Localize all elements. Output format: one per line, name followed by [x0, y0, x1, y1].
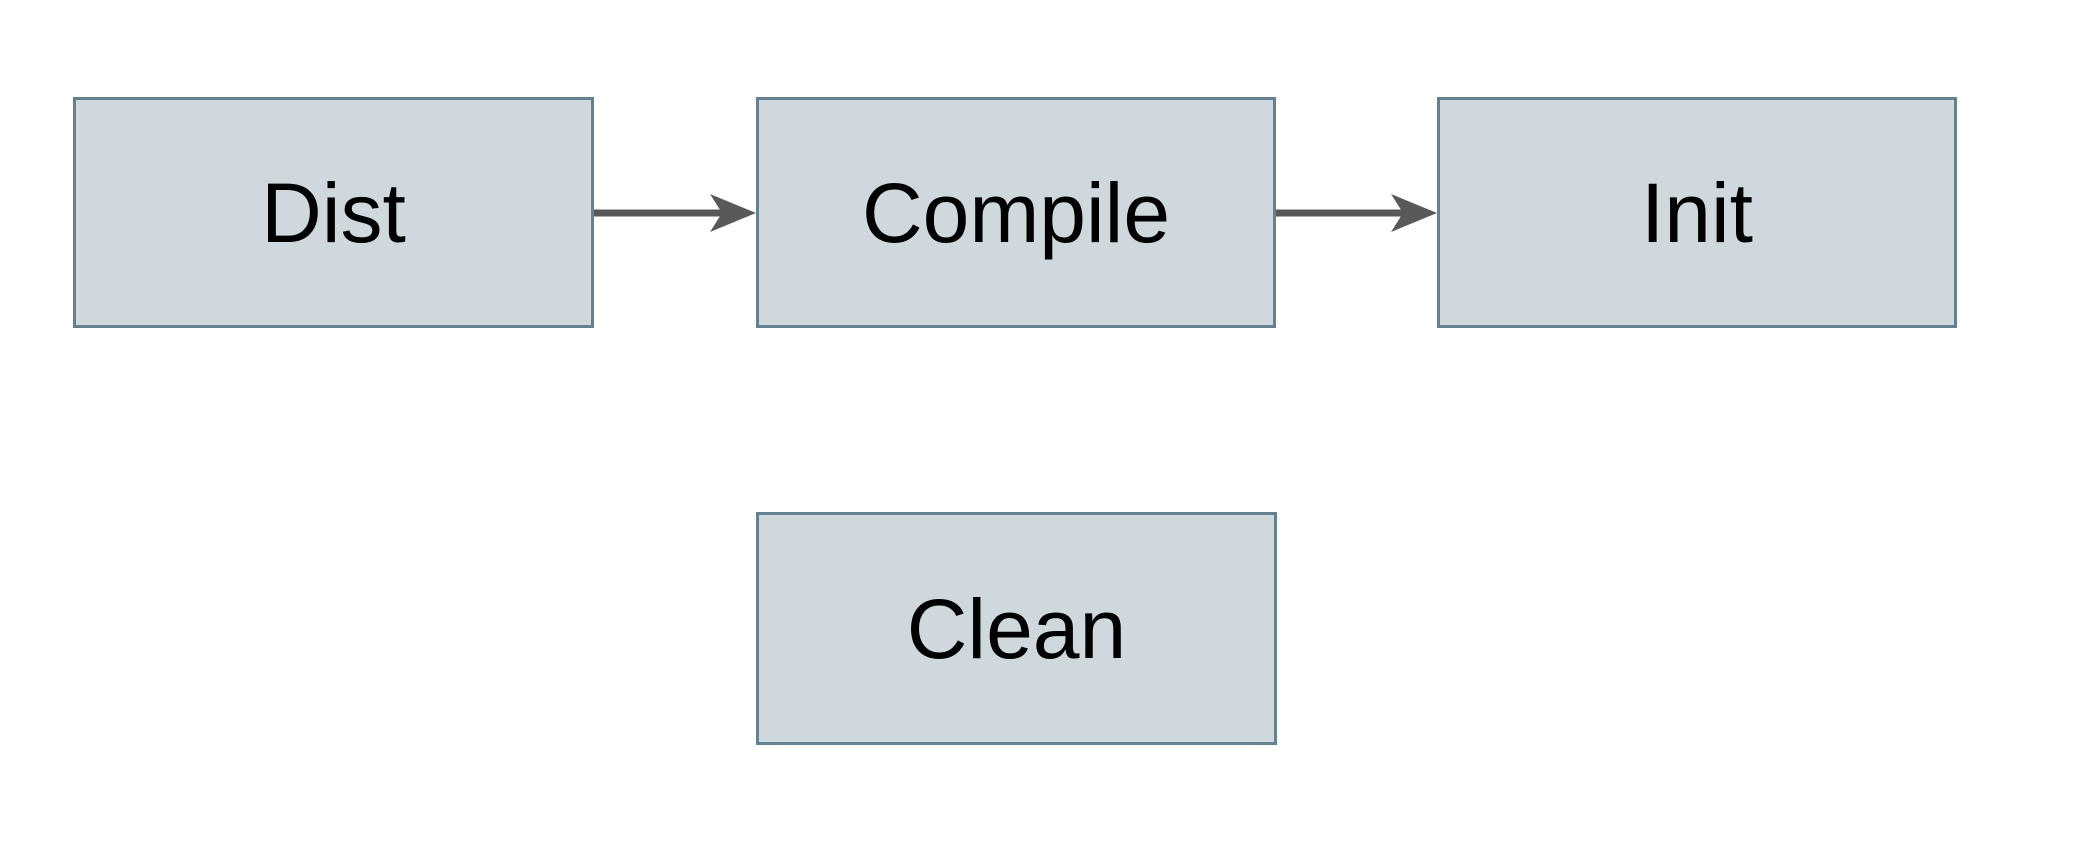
node-compile-label: Compile: [861, 165, 1171, 260]
node-clean-label: Clean: [906, 581, 1127, 676]
arrow-compile-to-init-icon: [1276, 194, 1437, 232]
node-clean: Clean: [756, 512, 1277, 745]
node-init: Init: [1437, 97, 1957, 328]
node-init-label: Init: [1640, 165, 1754, 260]
node-dist: Dist: [73, 97, 594, 328]
arrow-dist-to-compile-icon: [594, 194, 756, 232]
node-dist-label: Dist: [261, 165, 406, 260]
node-compile: Compile: [756, 97, 1276, 328]
